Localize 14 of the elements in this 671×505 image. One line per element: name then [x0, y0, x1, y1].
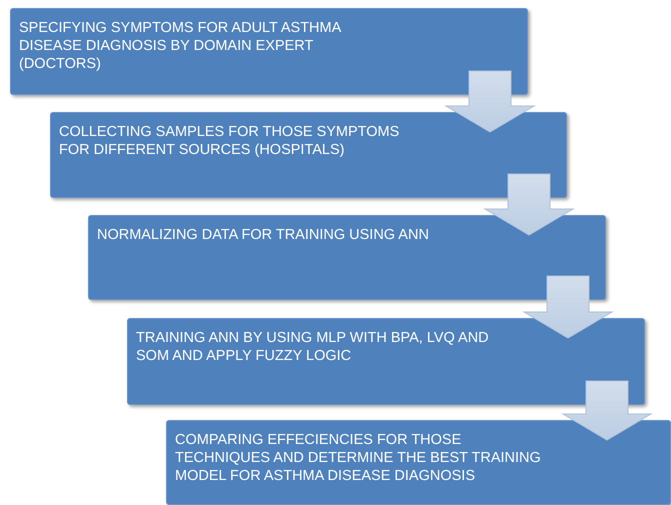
- down-arrow: [561, 380, 653, 441]
- process-box: [166, 420, 671, 505]
- step-text: TRAINING ANN BY USING MLP WITH BPA, LVQ AND SOM AND APPLY FUZZY LOGIC: [136, 329, 490, 365]
- step-text: COLLECTING SAMPLES FOR THOSE SYMPTOMS FOR DIFFERENT SOURCES (HOSPITALS): [59, 123, 400, 159]
- step-text: NORMALIZING DATA FOR TRAINING USING ANN: [97, 226, 430, 244]
- process-box: [50, 112, 567, 198]
- process-box: [88, 215, 606, 300]
- down-arrow: [444, 70, 536, 133]
- process-box: [127, 318, 645, 405]
- down-arrow: [483, 174, 575, 236]
- down-arrow: [522, 276, 614, 339]
- step-text: COMPARING EFFECIENCIES FOR THOSE TECHNIQUES AND DETERMINE THE BEST TRAINING MODEL FOR ASTHMA DISEASE DIAGNOSIS: [175, 431, 542, 485]
- process-box: [10, 8, 528, 95]
- step-text: SPECIFYING SYMPTOMS FOR ADULT ASTHMA DISEASE DIAGNOSIS BY DOMAIN EXPERT (DOCTORS): [19, 19, 342, 73]
